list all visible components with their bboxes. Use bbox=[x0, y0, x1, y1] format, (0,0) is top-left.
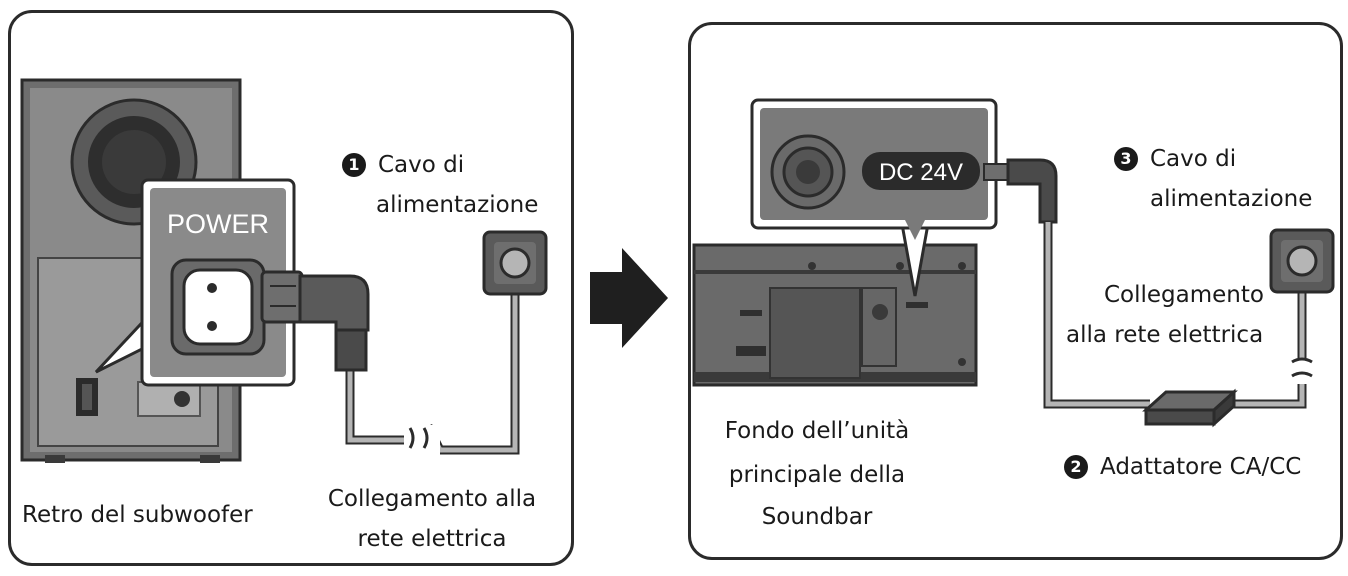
left-outlet-label: Collegamento alla bbox=[327, 486, 537, 512]
dc-plug-icon bbox=[1006, 158, 1058, 224]
step-number-3: 3 bbox=[1114, 147, 1138, 171]
ac-dc-adapter-icon bbox=[1142, 388, 1238, 428]
power-socket-icon bbox=[182, 268, 254, 346]
dc-label: DC 24V bbox=[879, 159, 963, 186]
subwoofer-label: Retro del subwoofer bbox=[22, 502, 253, 528]
soundbar-label-line3: Soundbar bbox=[761, 504, 873, 530]
left-wall-outlet-icon bbox=[482, 230, 548, 296]
step-number-2: 2 bbox=[1064, 455, 1088, 479]
soundbar-label-line2: principale della bbox=[728, 462, 906, 488]
right-cable-label-line2: alimentazione bbox=[1150, 186, 1313, 212]
soundbar-label-line1: Fondo dell’unità bbox=[724, 418, 910, 444]
power-plug-icon bbox=[260, 270, 370, 372]
power-port-zoom: POWER bbox=[140, 178, 296, 387]
left-cable-label-line2: alimentazione bbox=[376, 192, 539, 218]
dc-power-cable bbox=[983, 158, 1314, 409]
right-outlet-label-line2: alla rete elettrica bbox=[1066, 322, 1264, 348]
left-power-cable bbox=[260, 270, 520, 455]
dc-port-zoom: DC 24V bbox=[750, 98, 998, 297]
left-outlet-label-line2: rete elettrica bbox=[357, 526, 507, 552]
step-number-1: 1 bbox=[342, 153, 366, 177]
right-arrow-icon bbox=[590, 248, 668, 348]
power-label: POWER bbox=[167, 209, 269, 239]
right-wall-outlet-icon bbox=[1269, 228, 1335, 294]
soundbar-illustration bbox=[692, 243, 978, 387]
right-outlet-label: Collegamento bbox=[1104, 282, 1264, 308]
